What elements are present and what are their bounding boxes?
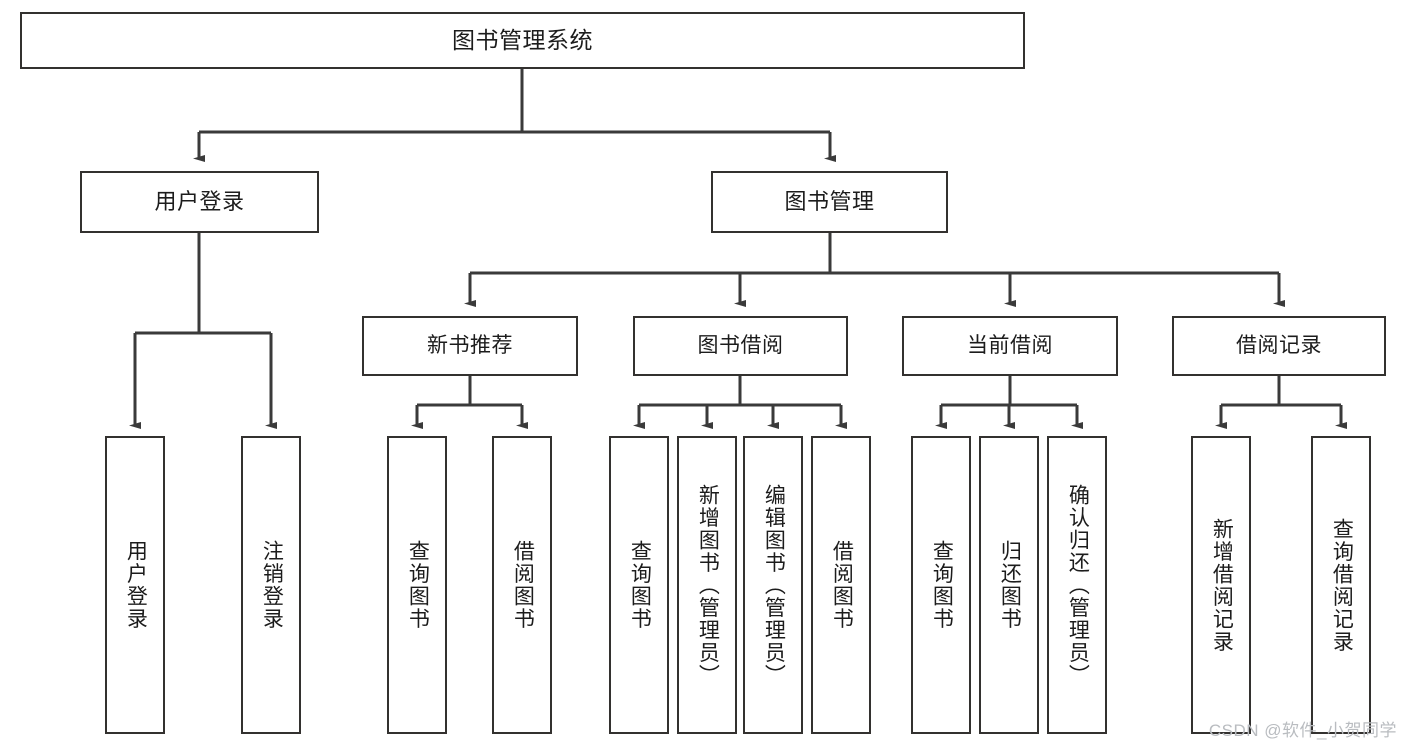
node-label: 当前借阅 (967, 333, 1053, 357)
node-label: 查询借阅记录 (1330, 517, 1354, 653)
node-root-system[interactable]: 图书管理系统 (20, 12, 1025, 69)
leaf-current-borrow-confirm-return[interactable]: 确认归还（管理员） (1047, 436, 1107, 734)
node-label: 借阅图书 (830, 540, 854, 630)
leaf-current-borrow-query[interactable]: 查询图书 (911, 436, 971, 734)
node-borrow-record[interactable]: 借阅记录 (1172, 316, 1386, 376)
node-label: 查询图书 (628, 540, 652, 630)
node-current-borrow[interactable]: 当前借阅 (902, 316, 1118, 376)
leaf-book-borrow-borrow[interactable]: 借阅图书 (811, 436, 871, 734)
node-label: 新书推荐 (427, 333, 513, 357)
node-label: 注销登录 (260, 540, 284, 630)
leaf-user-login-login[interactable]: 用户登录 (105, 436, 165, 734)
leaf-user-login-logout[interactable]: 注销登录 (241, 436, 301, 734)
node-label: 图书管理系统 (452, 27, 593, 54)
leaf-book-borrow-query[interactable]: 查询图书 (609, 436, 669, 734)
node-book-borrow[interactable]: 图书借阅 (633, 316, 848, 376)
leaf-book-borrow-edit[interactable]: 编辑图书（管理员） (743, 436, 803, 734)
node-label: 编辑图书（管理员） (762, 483, 786, 687)
node-new-book-recommend[interactable]: 新书推荐 (362, 316, 578, 376)
node-label: 用户登录 (154, 189, 245, 215)
csdn-watermark: CSDN @软件_小贺同学 (1208, 721, 1397, 740)
node-user-login[interactable]: 用户登录 (80, 171, 319, 233)
node-label: 用户登录 (124, 540, 148, 630)
node-label: 新增借阅记录 (1210, 517, 1234, 653)
node-label: 借阅图书 (511, 540, 535, 630)
node-label: 借阅记录 (1236, 333, 1322, 357)
node-label: 图书借阅 (697, 333, 784, 357)
node-label: 查询图书 (406, 540, 430, 630)
leaf-current-borrow-return[interactable]: 归还图书 (979, 436, 1039, 734)
leaf-new-book-borrow[interactable]: 借阅图书 (492, 436, 552, 734)
node-label: 新增图书（管理员） (696, 483, 720, 687)
leaf-borrow-record-query[interactable]: 查询借阅记录 (1311, 436, 1371, 734)
node-label: 图书管理 (784, 189, 875, 215)
leaf-borrow-record-add[interactable]: 新增借阅记录 (1191, 436, 1251, 734)
leaf-book-borrow-add[interactable]: 新增图书（管理员） (677, 436, 737, 734)
node-label: 确认归还（管理员） (1066, 483, 1090, 687)
node-book-management[interactable]: 图书管理 (711, 171, 948, 233)
node-label: 查询图书 (930, 540, 954, 630)
node-label: 归还图书 (998, 540, 1022, 630)
leaf-new-book-query[interactable]: 查询图书 (387, 436, 447, 734)
